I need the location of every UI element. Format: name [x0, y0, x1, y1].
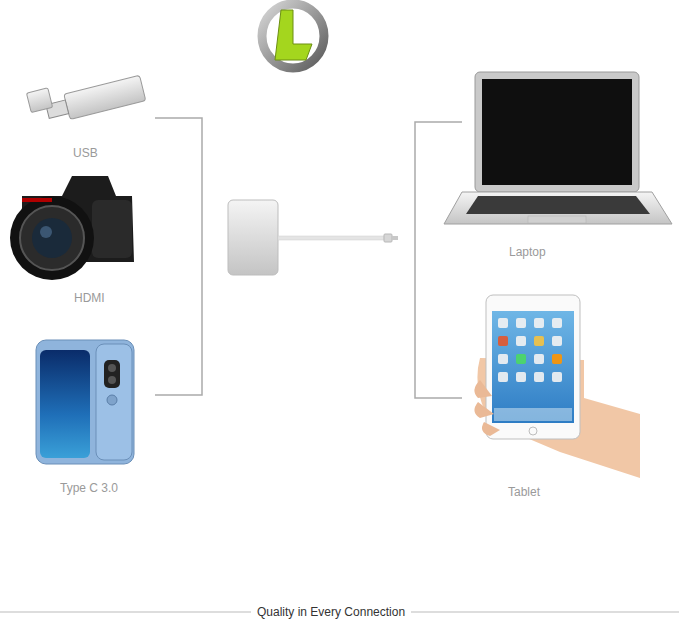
device-label: HDMI — [74, 291, 105, 305]
text-slot: HDMI — [74, 288, 105, 306]
tablet — [474, 295, 640, 478]
logo — [262, 4, 324, 68]
text-slot: USB — [73, 143, 98, 161]
usb-drive — [26, 66, 145, 129]
camera — [10, 176, 134, 280]
bracket-line — [155, 118, 202, 395]
text-slot: Tablet — [508, 482, 540, 500]
text-slot: Laptop — [509, 242, 546, 260]
device-label: Tablet — [508, 485, 540, 499]
caption: Quality in Every Connection — [251, 605, 411, 619]
laptop — [444, 72, 672, 224]
device-label: Laptop — [509, 245, 546, 259]
bracket-line — [415, 122, 462, 398]
text-slot: Type C 3.0 — [60, 478, 118, 496]
device-label: Type C 3.0 — [60, 481, 118, 495]
device-label: USB — [73, 146, 98, 160]
phone — [36, 340, 134, 464]
adapter — [228, 200, 398, 275]
text-slot: Quality in Every Connection — [251, 602, 411, 620]
